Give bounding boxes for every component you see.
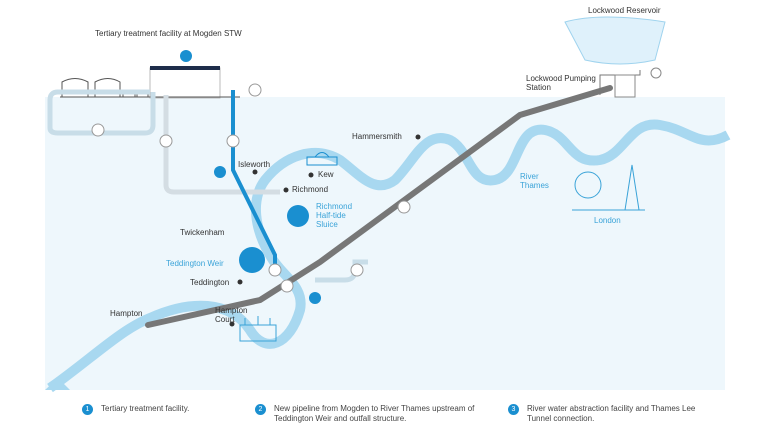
- label-london: London: [594, 216, 621, 225]
- label-richmond: Richmond: [292, 185, 329, 194]
- label-teddington-weir: Teddington Weir: [166, 259, 224, 268]
- label-hampton-court: Hampton Court: [215, 306, 248, 324]
- richmond-sluice-icon: [287, 205, 309, 227]
- teddington-weir-icon: [239, 247, 265, 273]
- label-isleworth: Isleworth: [238, 160, 271, 169]
- kew-gardens-icon: [306, 152, 338, 166]
- label-hammersmith: Hammersmith: [352, 132, 402, 141]
- label-richmond-sluice: Richmond Half-tide Sluice: [316, 202, 353, 229]
- london-skyline-icon: [572, 164, 645, 211]
- marker-1: [180, 50, 192, 62]
- label-teddington: Teddington: [190, 278, 230, 287]
- label-twickenham: Twickenham: [180, 228, 225, 237]
- facility-title: Tertiary treatment facility at Mogden ST…: [95, 29, 242, 38]
- tunnel: [145, 85, 613, 328]
- marker-2: [214, 166, 226, 178]
- label-lockwood-pumping: Lockwood Pumping Station: [526, 74, 596, 92]
- hampton-court-icon: [239, 316, 277, 342]
- river-thames: [47, 119, 731, 393]
- label-hampton: Hampton: [110, 309, 143, 318]
- label-kew: Kew: [318, 170, 334, 179]
- label-lockwood-reservoir: Lockwood Reservoir: [588, 6, 661, 15]
- map-background: [45, 97, 725, 390]
- label-river-thames: River Thames: [520, 172, 549, 190]
- lockwood-reservoir-icon: [564, 16, 666, 65]
- marker-3: [309, 292, 321, 304]
